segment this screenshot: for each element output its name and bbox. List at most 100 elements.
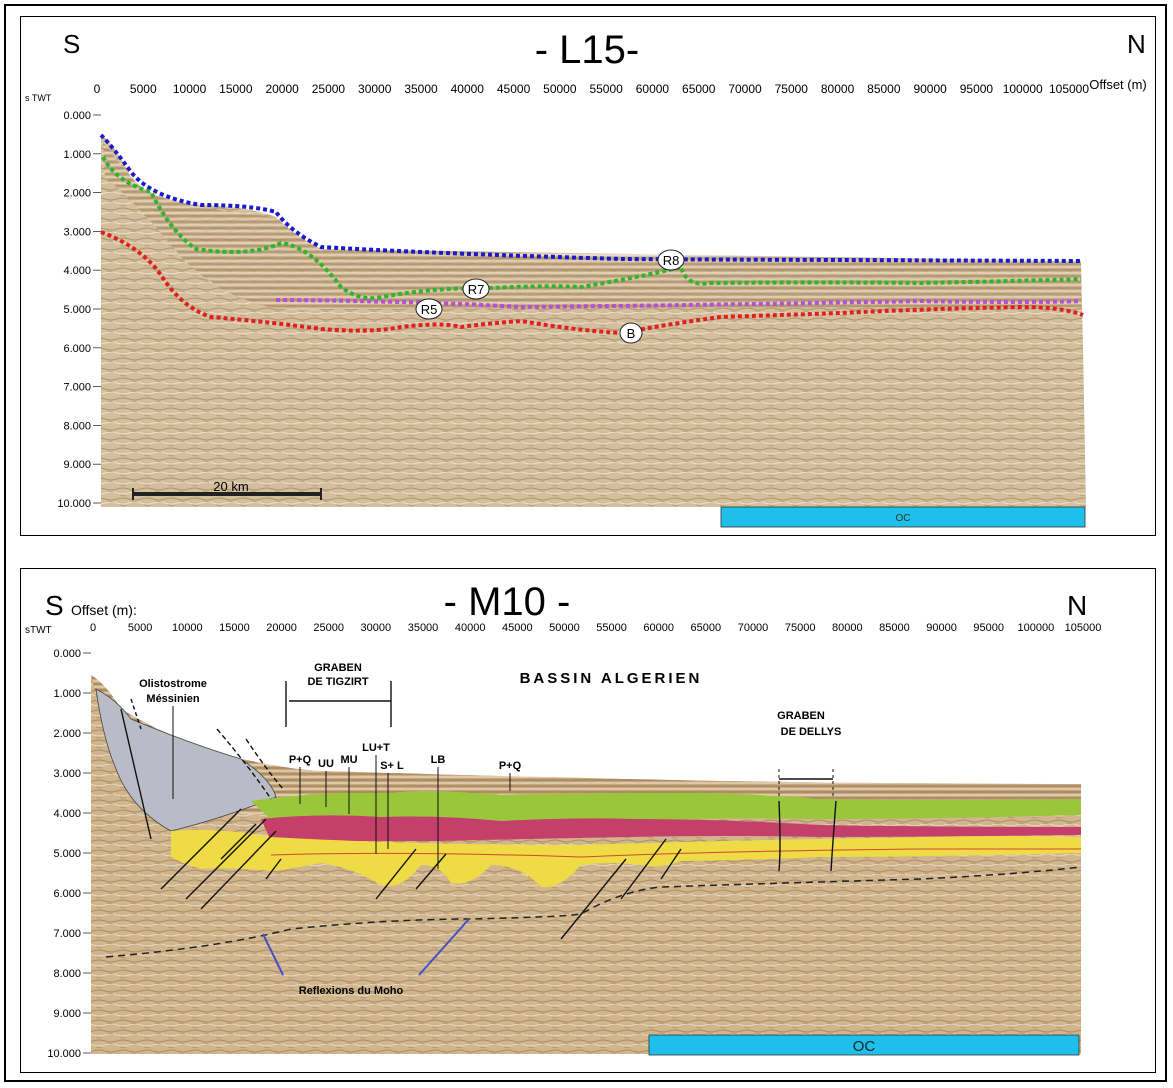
l15-x-tick-3: 15000 — [219, 82, 253, 96]
m10-moho-line — [105, 866, 1082, 958]
m10-y-tick-0: 0.000 — [53, 648, 81, 660]
l15-x-tick-15: 75000 — [775, 82, 809, 96]
m10-moho-label: Reflexions du Moho — [299, 985, 404, 997]
l15-label-r7: R7 — [462, 278, 490, 300]
m10-x-tick-14: 70000 — [738, 622, 769, 634]
m10-x-tick-12: 60000 — [643, 622, 674, 634]
l15-north-label: N — [1127, 29, 1146, 59]
m10-unit-lb: LB — [431, 754, 446, 766]
m10-unit-lut: LU+T — [362, 742, 390, 754]
l15-x-tick-7: 35000 — [404, 82, 438, 96]
l15-x-tick-16: 80000 — [821, 82, 855, 96]
svg-text:R8: R8 — [663, 253, 680, 268]
m10-x-tick-1: 5000 — [128, 622, 152, 634]
m10-y-tick-5: 5.000 — [53, 848, 81, 860]
l15-y-tick-1: 1.000 — [63, 149, 91, 161]
m10-oc-bar — [648, 1034, 1080, 1056]
m10-south-label: S — [45, 590, 64, 621]
svg-text:R7: R7 — [468, 282, 485, 297]
l15-horizon-b — [100, 230, 1084, 336]
l15-offset-label: Offset (m) — [1089, 77, 1147, 92]
m10-unit-mu: MU — [340, 754, 357, 766]
l15-x-tick-9: 45000 — [497, 82, 531, 96]
l15-x-tick-10: 50000 — [543, 82, 577, 96]
m10-tigzirt-label-1: GRABEN — [314, 662, 362, 674]
l15-y-tick-0: 0.000 — [63, 110, 91, 122]
m10-north-label: N — [1067, 590, 1087, 621]
l15-x-tick-1: 5000 — [130, 82, 157, 96]
m10-layer-yellow — [171, 829, 1081, 888]
m10-dellys-label-1: GRABEN — [777, 710, 825, 722]
l15-label-b: B — [619, 322, 643, 344]
m10-y-tick-6: 6.000 — [53, 888, 81, 900]
m10-x-tick-2: 10000 — [172, 622, 203, 634]
l15-x-tick-2: 10000 — [173, 82, 207, 96]
m10-x-tick-10: 50000 — [549, 622, 580, 634]
m10-y-tick-4: 4.000 — [53, 808, 81, 820]
m10-moho-pointer-right — [418, 918, 470, 976]
figure-frame — [4, 4, 1167, 1082]
l15-x-tick-17: 85000 — [867, 82, 901, 96]
m10-x-tick-5: 25000 — [313, 622, 344, 634]
l15-x-tick-14: 70000 — [728, 82, 762, 96]
l15-x-tick-0: 0 — [94, 82, 101, 96]
m10-y-tick-9: 9.000 — [53, 1008, 81, 1020]
l15-x-tick-12: 60000 — [636, 82, 670, 96]
l15-y-tick-10: 10.000 — [57, 498, 91, 510]
l15-y-tick-8: 8.000 — [63, 420, 91, 432]
l15-horizon-r5 — [275, 298, 1082, 310]
l15-south-label: S — [63, 29, 80, 59]
m10-layer-pink — [261, 815, 1081, 841]
l15-y-tick-5: 5.000 — [63, 304, 91, 316]
m10-seismic-body — [91, 675, 1081, 1054]
m10-x-tick-18: 90000 — [926, 622, 957, 634]
m10-moho-pointer-left — [262, 933, 284, 976]
l15-title: - L15- — [535, 28, 640, 72]
m10-x-tick-21: 105000 — [1065, 622, 1102, 634]
l15-x-tick-13: 65000 — [682, 82, 716, 96]
m10-x-tick-17: 85000 — [879, 622, 910, 634]
m10-y-tick-1: 1.000 — [53, 688, 81, 700]
m10-x-tick-13: 65000 — [691, 622, 722, 634]
m10-unit-uu: UU — [318, 758, 334, 770]
m10-y-tick-2: 2.000 — [53, 728, 81, 740]
m10-x-tick-6: 30000 — [361, 622, 392, 634]
m10-x-tick-8: 40000 — [455, 622, 486, 634]
m10-x-tick-4: 20000 — [266, 622, 297, 634]
m10-unit-sl: S+ L — [380, 760, 404, 772]
svg-text:R5: R5 — [421, 302, 438, 317]
l15-oc-bar — [720, 506, 1086, 528]
l15-y-axis-label: s TWT — [25, 93, 52, 103]
l15-section-svg: S N - L15- Offset (m) s TWT 0 5000 10000 15… — [25, 28, 1147, 528]
m10-unit-pq2: P+Q — [499, 760, 522, 772]
m10-y-tick-labels: 0.000 1.000 2.000 3.000 4.000 5.000 6.000 7.000… — [47, 648, 91, 1060]
l15-x-tick-11: 55000 — [589, 82, 623, 96]
l15-x-tick-18: 90000 — [913, 82, 947, 96]
l15-scale-label: 20 km — [213, 479, 248, 494]
m10-tigzirt-label-2: DE TIGZIRT — [307, 676, 368, 688]
l15-x-tick-20: 100000 — [1003, 82, 1043, 96]
m10-x-tick-9: 45000 — [502, 622, 533, 634]
l15-y-tick-7: 7.000 — [63, 382, 91, 394]
l15-seismic-body — [101, 135, 1086, 507]
m10-y-tick-8: 8.000 — [53, 968, 81, 980]
m10-faults — [120, 681, 837, 940]
l15-scale-bar: 20 km — [132, 479, 322, 500]
l15-y-tick-3: 3.000 — [63, 226, 91, 238]
l15-y-tick-4: 4.000 — [63, 265, 91, 277]
l15-horizon-r8 — [99, 133, 1082, 263]
m10-y-tick-7: 7.000 — [53, 928, 81, 940]
m10-x-tick-11: 55000 — [596, 622, 627, 634]
l15-x-tick-21: 105000 — [1049, 82, 1089, 96]
m10-x-tick-7: 35000 — [408, 622, 439, 634]
l15-y-tick-labels: 0.0001.0002.0003.0004.0005.0006.0007.000… — [57, 110, 101, 510]
m10-y-tick-3: 3.000 — [53, 768, 81, 780]
m10-oc-label: OC — [853, 1038, 876, 1055]
m10-unit-pq1: P+Q — [289, 754, 312, 766]
m10-y-axis-label: sTWT — [25, 625, 52, 636]
l15-x-tick-19: 95000 — [960, 82, 994, 96]
